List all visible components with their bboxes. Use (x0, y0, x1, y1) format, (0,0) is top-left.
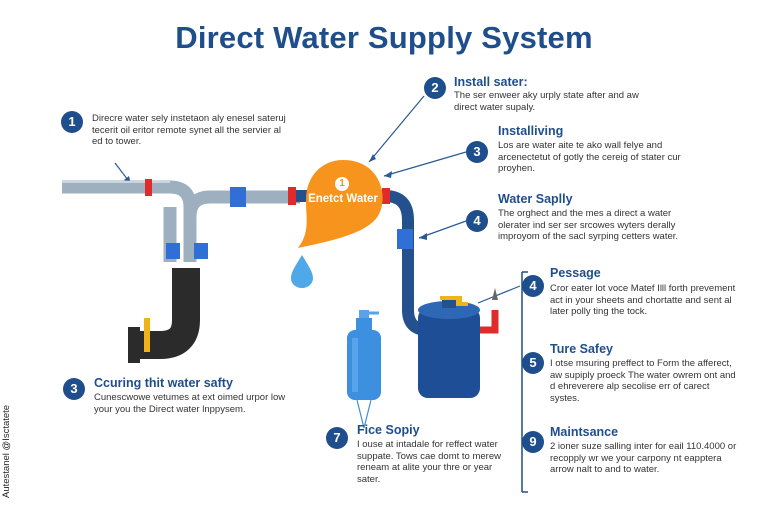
black-elbow-pipe (140, 268, 200, 359)
step-badge: 5 (522, 352, 544, 374)
blue-fitting (230, 187, 246, 207)
right-bracket (521, 271, 528, 493)
section-title: Pessage (550, 266, 601, 280)
step-badge: 3 (466, 141, 488, 163)
center-bubble-label: Enetct Water (308, 193, 378, 205)
bubble-number: 1 (335, 177, 349, 191)
step-badge: 4 (466, 210, 488, 232)
page-title: Direct Water Supply System (175, 20, 593, 55)
step-badge: 9 (522, 431, 544, 453)
red-valve (145, 179, 152, 196)
step-badge: 2 (424, 77, 446, 99)
black-elbow-end (128, 327, 140, 363)
step-badge: 1 (61, 111, 83, 133)
yellow-clamp (144, 318, 150, 352)
section-body: I ouse at intadale for reffect water sup… (357, 439, 501, 485)
section-body: Cunescwowe vetumes at ext oimed urpor lo… (94, 392, 286, 415)
sidebar-credit: Autestanel @Isctatete (1, 404, 12, 498)
blue-fitting (166, 243, 180, 259)
red-valve (382, 188, 390, 204)
step-badge: 3 (63, 378, 85, 400)
pressure-tank-icon (418, 288, 499, 398)
section-body: Los are water aite te ako wall felye and… (498, 140, 681, 174)
section-title: Install sater: (454, 75, 528, 89)
section-body: 2 ioner suze salling inter for eail 110.… (550, 441, 737, 475)
water-drop-icon (291, 255, 313, 288)
blue-fitting (397, 229, 413, 249)
step-badge: 4 (522, 275, 544, 297)
section-title: Ccuring thit water safty (94, 376, 233, 390)
section-body: I otse msuring preffect to Form the affe… (550, 358, 736, 404)
blue-fitting (194, 243, 208, 259)
section-title: Fice Sopiy (357, 423, 420, 437)
section-title: Maintsance (550, 425, 619, 439)
map-pin-water-icon (298, 160, 383, 248)
step-badge: 7 (326, 427, 348, 449)
water-bottle-icon (347, 310, 381, 429)
section-body: Cror eater lot voce Matef Illl forth pre… (550, 283, 736, 317)
red-valve (288, 187, 296, 205)
section-body: The ser enweer aky urply state after and… (454, 90, 639, 113)
section-title: Installiving (498, 124, 564, 138)
gray-pipe (62, 180, 300, 262)
section-body: Direcre water sely instetaon aly enesel … (92, 113, 286, 147)
section-title: Ture Safey (550, 342, 613, 356)
section-title: Water Saplly (498, 192, 573, 206)
section-body: The orghect and the mes a direct a water… (498, 208, 679, 242)
leader-lines (114, 95, 521, 304)
